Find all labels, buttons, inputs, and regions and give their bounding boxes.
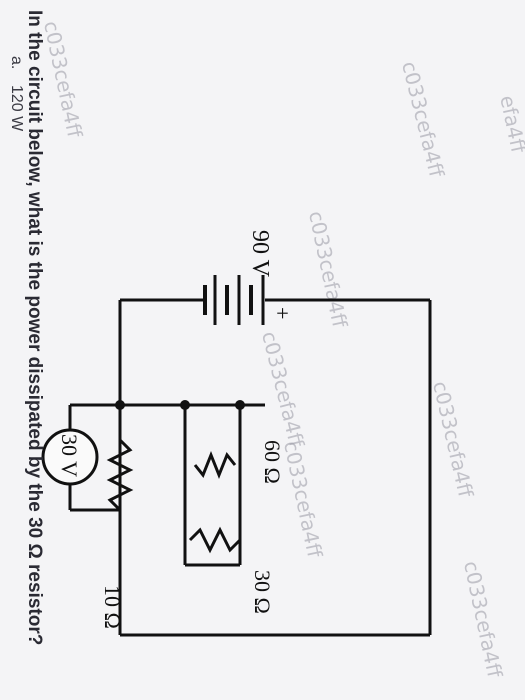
resistor-10 (106, 438, 134, 512)
battery-symbol (203, 275, 265, 325)
voltmeter-label: 30 V (57, 434, 82, 477)
resistor-60-label: 60 Ω (260, 440, 285, 484)
resistor-10-label: 10 Ω (100, 585, 125, 629)
answer-option-a[interactable]: 120 W (8, 85, 25, 132)
battery-label: 90 V (247, 230, 273, 278)
answer-option-letter: a. (8, 56, 25, 70)
resistor-30 (188, 526, 242, 554)
battery-plus-sign: + (270, 307, 295, 319)
resistor-30-label: 30 Ω (250, 570, 275, 614)
question-text: In the circuit below, what is the power … (24, 10, 45, 646)
resistor-60 (193, 403, 265, 480)
voltmeter (41, 403, 120, 512)
